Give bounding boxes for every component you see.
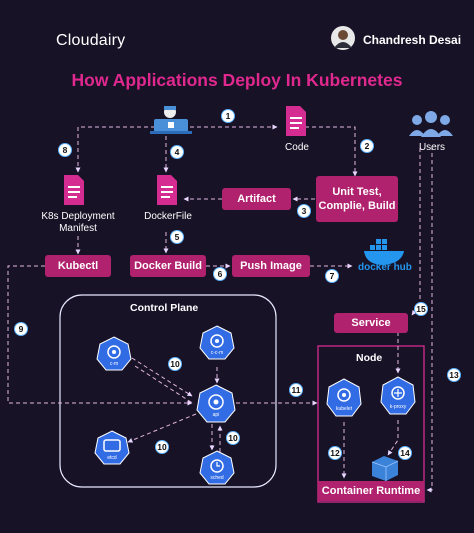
- kube-proxy-icon: k-proxy: [380, 376, 416, 416]
- artifact-box: Artifact: [222, 188, 291, 210]
- page-title: How Applications Deploy In Kubernetes: [71, 70, 403, 90]
- step-badge-3: 3: [297, 204, 311, 218]
- developer-laptop-icon: [150, 106, 192, 134]
- step-badge-8: 8: [58, 143, 72, 157]
- docker-hub-label: docker hub: [358, 262, 412, 273]
- controller-manager-icon: c-m: [96, 336, 132, 372]
- flow-13: [426, 146, 433, 493]
- step-badge-12: 12: [328, 446, 342, 460]
- users-icon: [409, 111, 453, 137]
- users-label: Users: [418, 142, 446, 153]
- kubelet-icon: kubelet: [326, 378, 362, 418]
- dockerfile-label: DockerFile: [144, 211, 192, 222]
- step-badge-6: 6: [213, 267, 227, 281]
- avatar: [331, 26, 355, 50]
- step-badge-1: 1: [221, 109, 235, 123]
- k8s-manifest-label-2: Manifest: [59, 223, 97, 234]
- flow-10-etcd: [127, 413, 197, 443]
- step-badge-14: 14: [398, 446, 412, 460]
- flow-8: [75, 126, 155, 173]
- docker-whale-icon: [364, 239, 404, 265]
- kubelet-label: kubelet: [335, 406, 353, 412]
- step-badge-9: 9: [14, 322, 28, 336]
- unit-test-text-1: Unit Test,: [332, 186, 382, 198]
- container-runtime-text: Container Runtime: [321, 485, 421, 497]
- code-doc-icon: [286, 106, 306, 136]
- author-name: Chandresh Desai: [363, 33, 462, 47]
- node-container: [317, 345, 425, 503]
- step-badge-7: 7: [325, 269, 339, 283]
- step-badge-2: 2: [360, 139, 374, 153]
- flow-9: [7, 265, 193, 406]
- api-server-icon: api: [196, 384, 236, 424]
- dockerfile-doc-icon: [157, 175, 177, 205]
- api-label: api: [212, 412, 220, 418]
- kproxy-label: k-proxy: [389, 404, 407, 410]
- service-box: Service: [334, 313, 408, 333]
- container-runtime-box: Container Runtime: [318, 481, 424, 501]
- step-badge-4: 4: [170, 145, 184, 159]
- container-icon: [371, 456, 399, 481]
- kubectl-box: Kubectl: [45, 255, 111, 277]
- flow-2: [305, 126, 358, 177]
- docker-build-text: Docker Build: [134, 260, 202, 272]
- step-badge-10c: 10: [155, 440, 169, 454]
- control-plane-container: [59, 294, 277, 488]
- manifest-doc-icon: [64, 175, 84, 205]
- control-plane-label: Control Plane: [130, 302, 199, 314]
- flow-14: [387, 420, 399, 456]
- flow-10-cm: [131, 357, 193, 397]
- push-image-box: Push Image: [232, 255, 310, 277]
- etcd-icon: etcd: [94, 430, 130, 466]
- step-badge-5: 5: [170, 230, 184, 244]
- step-badge-13: 13: [447, 368, 461, 382]
- flow-10-cm-b: [134, 365, 195, 405]
- docker-build-box: Docker Build: [130, 255, 206, 277]
- unit-test-box: Unit Test, Complie, Build: [316, 176, 398, 222]
- k8s-manifest-label-1: K8s Deployment: [41, 211, 115, 222]
- step-badge-10a: 10: [168, 357, 182, 371]
- step-badge-11: 11: [289, 383, 303, 397]
- etcd-label: etcd: [107, 455, 117, 461]
- step-badge-15: 15: [414, 302, 428, 316]
- unit-test-text-2: Complie, Build: [318, 200, 396, 212]
- sched-label: sched: [210, 475, 224, 481]
- flow-users-service: [411, 148, 421, 316]
- brand-logo: Cloudairy: [56, 32, 126, 49]
- service-text: Service: [351, 317, 391, 329]
- cloud-controller-manager-icon: c-c-m: [199, 325, 235, 361]
- artifact-text: Artifact: [237, 193, 276, 205]
- code-label: Code: [285, 142, 309, 153]
- ccm-label: c-c-m: [210, 350, 224, 356]
- scheduler-icon: sched: [199, 450, 235, 486]
- cm-label: c-m: [109, 361, 119, 367]
- node-label: Node: [356, 352, 383, 364]
- push-image-text: Push Image: [240, 260, 302, 272]
- kubectl-text: Kubectl: [57, 260, 99, 272]
- step-badge-10b: 10: [226, 431, 240, 445]
